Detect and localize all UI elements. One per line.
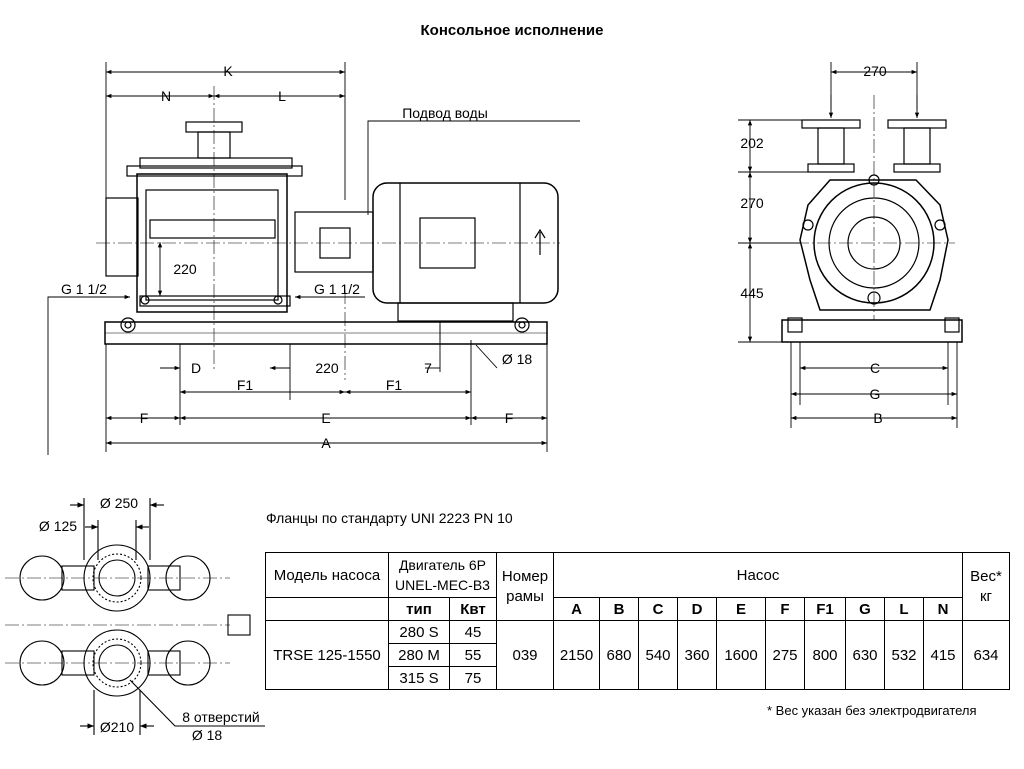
page-title: Консольное исполнение: [420, 22, 604, 39]
label-g-left: G 1 1/2: [61, 281, 107, 297]
label-d125: Ø 125: [39, 518, 77, 534]
side-labels: 270 202 270 445 C G B: [740, 63, 887, 426]
cell-frame: 039: [496, 620, 554, 690]
label-d250: Ø 250: [100, 495, 138, 511]
header-dim-B: B: [599, 597, 639, 621]
header-dim-C: C: [638, 597, 678, 621]
label-holes-d: Ø 18: [192, 727, 223, 743]
label-D: D: [191, 360, 201, 376]
cell-motor-type-1: 280 S: [388, 620, 450, 644]
cell-motor-type-3: 315 S: [388, 666, 450, 690]
cell-motor-kw-1: 45: [449, 620, 497, 644]
header-motor-line1: Двигатель 6P: [398, 557, 487, 573]
weight-footnote: * Вес указан без электродвигателя: [767, 703, 977, 718]
header-frame: Номер рамы: [496, 552, 554, 621]
header-weight-line1: Вес*: [970, 567, 1002, 585]
label-270: 270: [740, 195, 764, 211]
front-dimensions: [47, 62, 580, 455]
label-d18: Ø 18: [502, 351, 533, 367]
label-water-supply: Подвод воды: [402, 105, 488, 121]
label-202: 202: [740, 135, 764, 151]
label-7: 7: [424, 360, 432, 376]
label-F-right: F: [505, 410, 514, 426]
cell-motor-kw-3: 75: [449, 666, 497, 690]
header-motor-line2: UNEL-MEC-B3: [395, 577, 490, 593]
side-view: [781, 95, 963, 343]
header-model: Модель насоса: [265, 552, 389, 598]
header-weight-line2: кг: [979, 587, 993, 605]
label-270-top: 270: [863, 63, 887, 79]
side-dimensions: [738, 62, 958, 428]
cell-dim-N: 415: [923, 620, 963, 690]
cell-dim-E: 1600: [716, 620, 766, 690]
label-B: B: [873, 410, 882, 426]
cell-dim-A: 2150: [553, 620, 600, 690]
header-frame-line2: рамы: [506, 587, 544, 605]
header-weight: Вес* кг: [962, 552, 1010, 621]
cell-weight: 634: [962, 620, 1010, 690]
label-F1-right: F1: [386, 377, 403, 393]
cell-dim-F1: 800: [804, 620, 846, 690]
header-dim-F1: F1: [804, 597, 846, 621]
label-445: 445: [740, 285, 764, 301]
label-F1-left: F1: [237, 377, 254, 393]
front-labels: K N L Подвод воды 220 G 1 1/2 G 1 1/2 D …: [61, 63, 532, 451]
label-220-horizontal: 220: [315, 360, 339, 376]
label-F-left: F: [140, 410, 149, 426]
label-C: C: [870, 360, 880, 376]
label-G: G: [870, 386, 881, 402]
cell-dim-L: 532: [884, 620, 924, 690]
cell-dim-F: 275: [765, 620, 805, 690]
label-A: A: [321, 435, 331, 451]
coupling: [294, 211, 374, 273]
cell-dim-G: 630: [845, 620, 885, 690]
header-kw: Квт: [449, 597, 497, 621]
cell-model: TRSE 125-1550: [265, 620, 389, 690]
header-dim-L: L: [884, 597, 924, 621]
header-pump: Насос: [553, 552, 963, 598]
cell-motor-kw-2: 55: [449, 643, 497, 667]
header-dim-F: F: [765, 597, 805, 621]
cell-dim-D: 360: [677, 620, 717, 690]
header-dim-D: D: [677, 597, 717, 621]
header-dim-A: A: [553, 597, 600, 621]
header-type: тип: [388, 597, 450, 621]
flange-detail: [5, 498, 265, 735]
header-frame-line1: Номер: [501, 567, 549, 585]
front-view: [96, 86, 560, 380]
header-motor: Двигатель 6P UNEL-MEC-B3: [388, 552, 497, 598]
label-d210: Ø210: [100, 719, 134, 735]
cell-dim-B: 680: [599, 620, 639, 690]
label-holes: 8 отверстий: [182, 709, 259, 725]
cell-motor-type-2: 280 M: [388, 643, 450, 667]
spec-table: Модель насоса Двигатель 6P UNEL-MEC-B3 Н…: [265, 552, 1010, 690]
flange-standard-note: Фланцы по стандарту UNI 2223 PN 10: [266, 510, 513, 526]
label-N: N: [161, 88, 171, 104]
label-K: K: [223, 63, 233, 79]
cell-dim-C: 540: [638, 620, 678, 690]
header-dim-E: E: [716, 597, 766, 621]
label-220-vertical: 220: [173, 261, 197, 277]
flange-labels: Ø 250 Ø 125 Ø210 8 отверстий Ø 18: [39, 495, 260, 743]
label-g-right: G 1 1/2: [314, 281, 360, 297]
header-dim-G: G: [845, 597, 885, 621]
header-dim-N: N: [923, 597, 963, 621]
label-E: E: [321, 410, 330, 426]
label-L: L: [278, 88, 286, 104]
